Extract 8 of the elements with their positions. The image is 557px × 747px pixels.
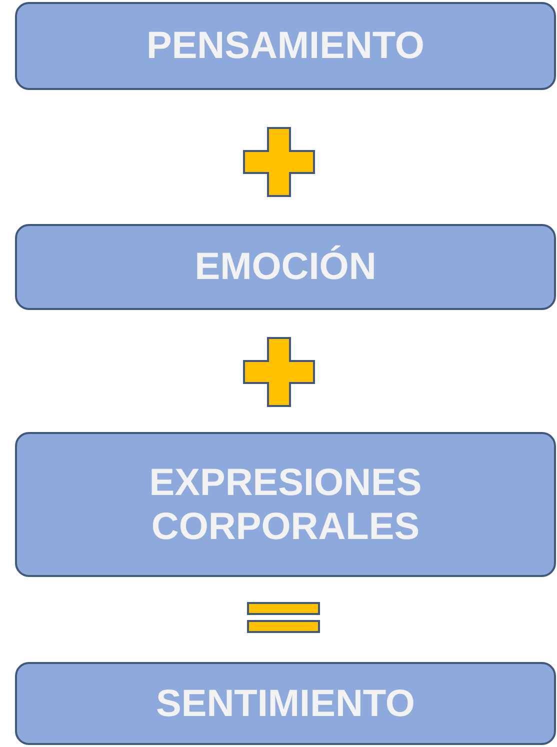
box-label: PENSAMIENTO — [146, 24, 424, 68]
process-box — [15, 662, 556, 745]
process-box — [15, 2, 556, 90]
box-label: EMOCIÓN — [194, 245, 376, 289]
box-label: EXPRESIONES CORPORALES — [148, 460, 423, 548]
process-box — [15, 224, 556, 310]
process-box — [15, 432, 556, 577]
box-label: SENTIMIENTO — [156, 682, 415, 726]
